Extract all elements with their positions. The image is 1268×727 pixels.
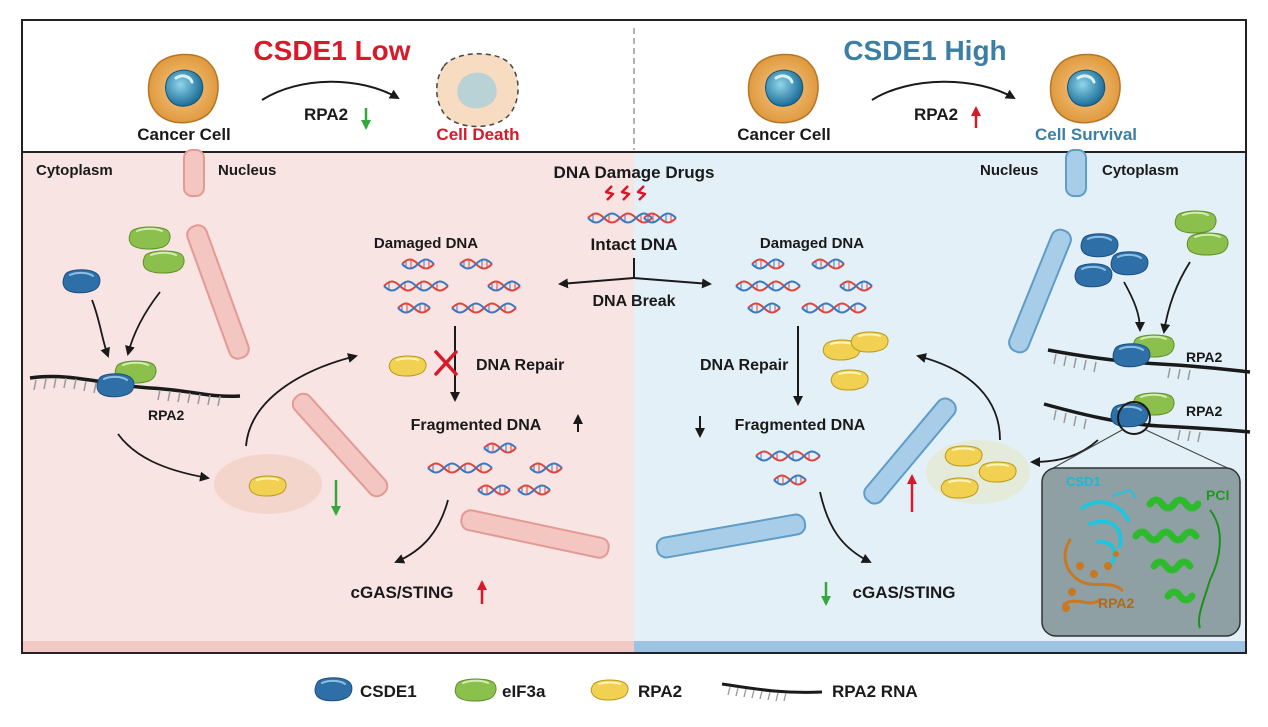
left-rpa2-rna-label: RPA2: [148, 407, 185, 423]
right-translation-arrow: [1030, 439, 1099, 467]
structure-pci-label: PCI: [1206, 487, 1229, 503]
right-rpa2-rna-label-1: RPA2: [1186, 349, 1223, 365]
outer-frame: [21, 19, 1247, 654]
cell-death-label: Cell Death: [436, 125, 519, 144]
right-dna-repair-label: DNA Repair: [700, 357, 788, 374]
center-arrow-left: [558, 277, 635, 289]
legend-rpa2-icon: [590, 678, 630, 702]
right-cgas-arrow: [819, 491, 872, 563]
left-nuclear-membrane: [183, 149, 610, 559]
left-panel-background: [22, 152, 634, 652]
repair-blocked-x-icon: [434, 350, 458, 376]
lightning-icon: [604, 185, 647, 201]
right-cancer-cell-label: Cancer Cell: [737, 125, 831, 144]
zoom-line-right: [1145, 429, 1237, 473]
right-csde1-bound-2: [1110, 402, 1149, 428]
right-csde1-1: [1080, 232, 1119, 258]
left-cancer-cell-label: Cancer Cell: [137, 125, 231, 144]
right-cgas-sting-label: cGAS/STING: [853, 583, 956, 602]
right-csde1-bound-1: [1112, 342, 1151, 368]
right-fragmented-dna-label: Fragmented DNA: [735, 417, 866, 434]
left-csde1-bound: [96, 372, 135, 398]
left-import-arrow: [245, 353, 358, 447]
right-panel-footer-band: [634, 641, 1246, 653]
left-eif3a-2: [142, 249, 186, 275]
left-eif3a-1: [128, 225, 172, 251]
right-import-arrow: [916, 353, 1001, 441]
left-header-arrow: [261, 80, 400, 101]
right-title: CSDE1 High: [843, 35, 1006, 66]
right-eif3a-arrow: [1160, 261, 1191, 334]
protein-structure-graphic: [1062, 488, 1221, 629]
structure-rpa2-label: RPA2: [1098, 595, 1135, 611]
right-eif3a-2: [1186, 231, 1230, 257]
right-nucleus-label: Nucleus: [980, 162, 1038, 179]
right-csde1-2: [1110, 250, 1149, 276]
left-title: CSDE1 Low: [253, 35, 410, 66]
left-panel-footer-band: [22, 641, 634, 653]
left-dna-repair-label: DNA Repair: [476, 357, 564, 374]
intact-dna-label: Intact DNA: [591, 235, 678, 254]
center-arrow-right: [633, 277, 712, 289]
left-cgas-sting-label: cGAS/STING: [351, 583, 454, 602]
left-rpa2-rna: [29, 374, 241, 407]
legend-csde1-label: CSDE1: [360, 682, 417, 701]
legend-rpa2-rna-icon: [721, 682, 823, 702]
right-header-rpa2-label: RPA2: [914, 105, 958, 124]
left-cgas-arrow: [394, 499, 449, 564]
right-rpa2-rna-2: [1043, 402, 1251, 443]
left-fragmented-dna-label: Fragmented DNA: [411, 417, 542, 434]
left-csde1-arrow: [91, 299, 110, 358]
left-eif3a-arrow: [125, 291, 161, 356]
legend-rpa2-rna-label: RPA2 RNA: [832, 682, 918, 701]
right-eif3a-1: [1174, 209, 1218, 235]
legend-csde1-icon: [314, 676, 353, 702]
dna-break-label: DNA Break: [593, 293, 676, 310]
left-rpa2-protein-cytoplasm: [248, 474, 288, 498]
left-damaged-dna-label: Damaged DNA: [374, 235, 478, 252]
legend-eif3a-label: eIF3a: [502, 682, 546, 701]
right-nuclear-membrane: [655, 149, 1087, 559]
left-rpa2-protein-nucleus: [388, 354, 428, 378]
left-nucleus-label: Nucleus: [218, 162, 276, 179]
legend-eif3a-icon: [454, 677, 498, 703]
right-csde1-3: [1074, 262, 1113, 288]
right-rpa2-rna-label-2: RPA2: [1186, 403, 1223, 419]
left-translation-arrow: [117, 433, 210, 482]
left-cytoplasm-label: Cytoplasm: [36, 162, 113, 179]
cell-survival-label: Cell Survival: [1035, 125, 1137, 144]
right-cancer-cell-icon: [747, 52, 820, 125]
zoom-circle: [1117, 401, 1151, 435]
legend-rpa2-label: RPA2: [638, 682, 682, 701]
left-header-rpa2-label: RPA2: [304, 105, 348, 124]
right-cytoplasm-label: Cytoplasm: [1102, 162, 1179, 179]
left-csde1-free: [62, 268, 101, 294]
dna-damage-drugs-label: DNA Damage Drugs: [554, 163, 715, 182]
zoom-line-left: [1045, 429, 1123, 473]
structure-csd1-label: CSD1: [1066, 474, 1101, 489]
cell-survival-icon: [1049, 52, 1122, 125]
cell-death-icon: [436, 53, 519, 128]
right-csde1-arrow: [1123, 281, 1145, 332]
right-header-arrow: [871, 80, 1016, 101]
right-rpa2-rna-1: [1047, 348, 1251, 381]
right-damaged-dna-label: Damaged DNA: [760, 235, 864, 252]
left-cancer-cell-icon: [147, 52, 220, 125]
